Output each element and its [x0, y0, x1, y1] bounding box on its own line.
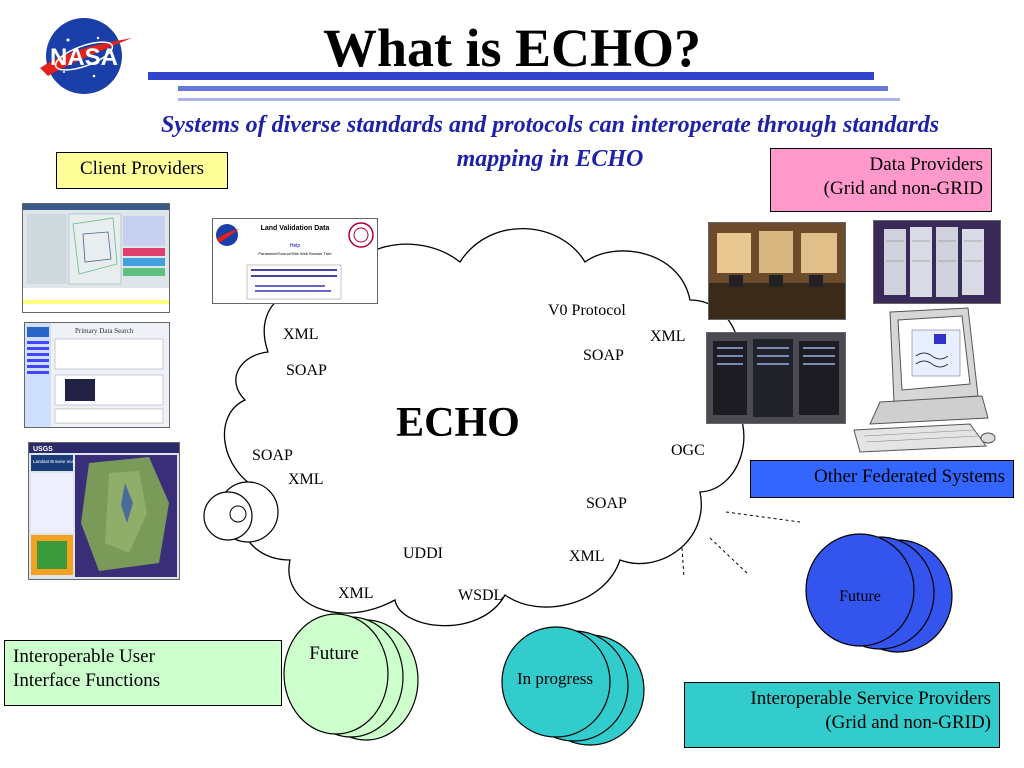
land-validation-sub-text: Parameter/Source/Site Web Browse Tree [258, 251, 332, 256]
service-providers-line1: Interoperable Service Providers [750, 688, 991, 709]
usgs-text: USGS [33, 446, 53, 453]
dashed-line-2 [709, 537, 749, 575]
label-xml-l: XML [288, 471, 324, 488]
landsat-viewer-text: Landsat Browse Image 1st Viewer [33, 459, 102, 464]
label-soap-tr: SOAP [583, 347, 624, 364]
title-bar-3 [178, 98, 900, 101]
client-providers-box: Client Providers [56, 152, 228, 189]
label-xml-tr: XML [650, 328, 686, 345]
label-xml-tl: XML [283, 326, 319, 343]
future-right-circle-1 [805, 533, 915, 647]
ui-functions-box: Interoperable User Interface Functions [4, 640, 282, 706]
nasa-logo-icon: NASA [40, 18, 132, 94]
dashed-line-3 [681, 547, 685, 579]
nasa-logo-text: NASA [50, 44, 118, 71]
label-wsdl: WSDL [458, 587, 503, 604]
data-providers-line1: Data Providers [869, 154, 983, 175]
label-uddi: UDDI [403, 545, 443, 562]
connector-circle-2 [203, 491, 253, 541]
land-validation-help-text: Help [290, 243, 301, 249]
label-xml-br: XML [569, 548, 605, 565]
label-soap-r: SOAP [586, 495, 627, 512]
future-right-label: Future [839, 588, 881, 605]
land-validation-screenshot: Land Validation Data Help Parameter/Sour… [212, 218, 378, 304]
future-left-label: Future [309, 643, 359, 664]
client-screenshot-1 [22, 203, 170, 313]
ui-functions-line1: Interoperable User [13, 646, 155, 667]
label-soap-tl: SOAP [286, 362, 327, 379]
echo-center-label: ECHO [396, 400, 520, 446]
service-providers-box: Interoperable Service Providers (Grid an… [684, 682, 1000, 748]
service-providers-line2: (Grid and non-GRID) [825, 712, 991, 733]
label-soap-l: SOAP [252, 447, 293, 464]
subtitle: Systems of diverse standards and protoco… [160, 112, 940, 172]
data-providers-line2: (Grid and non-GRID [823, 178, 983, 199]
client-screenshot-3: USGS Landsat Browse Image 1st Viewer [28, 442, 180, 580]
dashed-line-1 [725, 511, 801, 523]
data-provider-photo-1 [708, 222, 846, 320]
label-xml-bl: XML [338, 585, 374, 602]
data-provider-photo-3 [706, 332, 846, 424]
title-bar-1 [148, 72, 874, 80]
in-progress-label: In progress [517, 669, 593, 688]
future-left-circle-1 [283, 613, 389, 735]
computer-workstation-icon [853, 307, 996, 453]
page-title: What is ECHO? [322, 18, 702, 78]
client-screenshot-2: Primary Data Search [24, 322, 170, 428]
land-validation-title-text: Land Validation Data [261, 225, 330, 232]
data-provider-photo-2 [873, 220, 1001, 304]
title-bar-2 [178, 86, 888, 91]
connector-circle-3 [229, 505, 247, 523]
in-progress-circle-1 [501, 626, 611, 738]
data-providers-box: Data Providers (Grid and non-GRID [770, 148, 992, 212]
primary-data-search-text: Primary Data Search [75, 327, 134, 335]
label-ogc: OGC [671, 442, 705, 459]
other-federated-systems-box: Other Federated Systems [750, 460, 1014, 498]
ui-functions-line2: Interface Functions [13, 670, 161, 691]
label-v0-protocol: V0 Protocol [548, 302, 626, 319]
